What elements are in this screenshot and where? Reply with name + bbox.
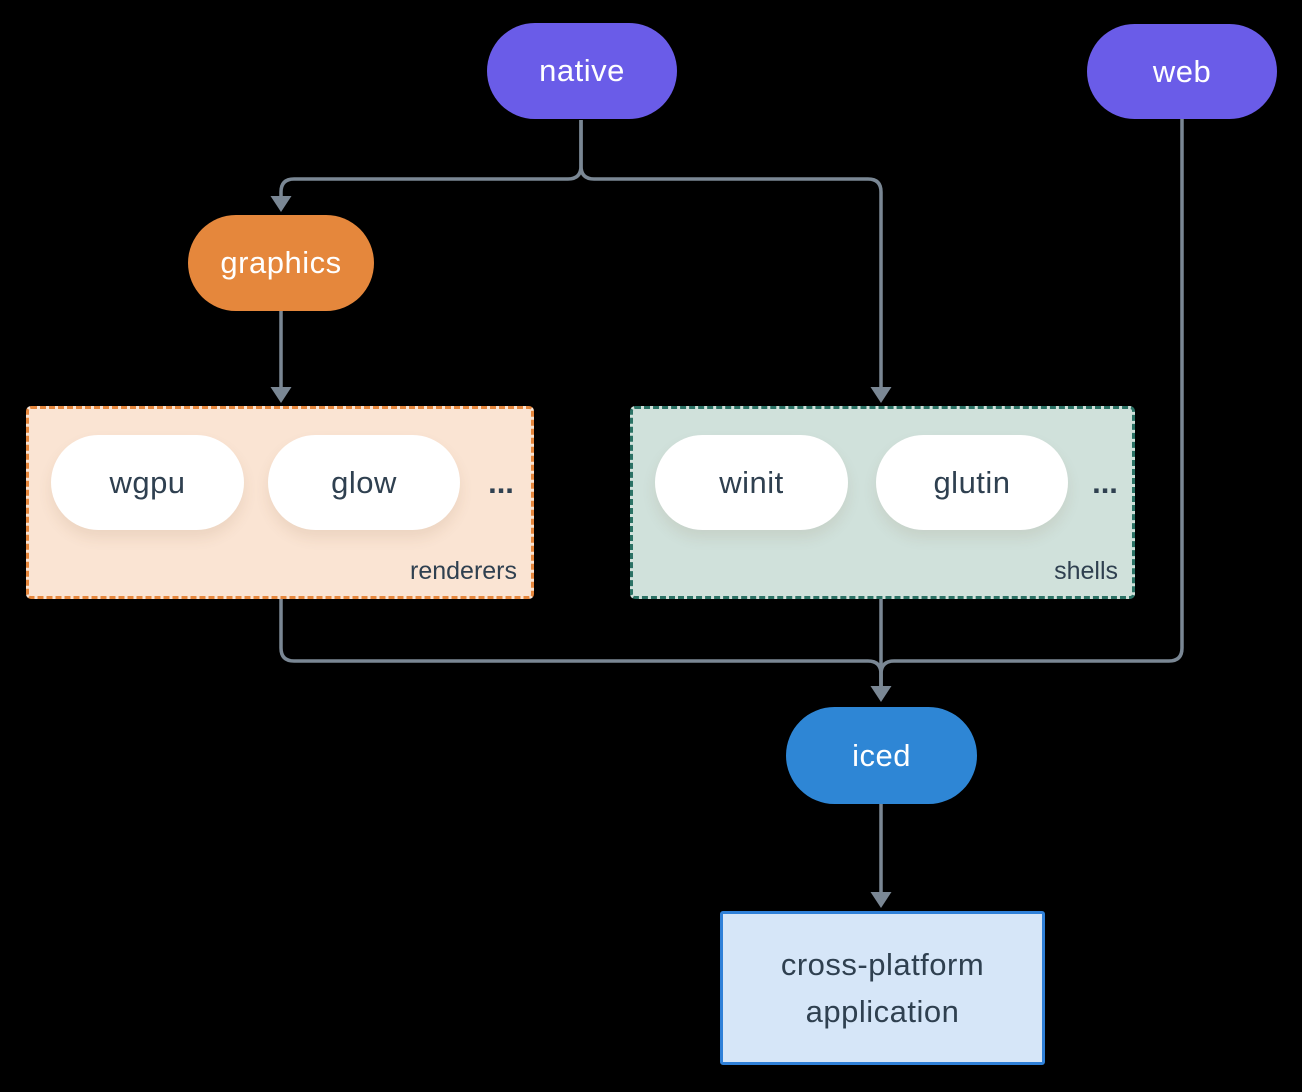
node-winit: winit <box>655 435 848 530</box>
node-native: native <box>487 23 677 119</box>
arrowhead-iced <box>870 686 892 702</box>
node-wgpu: wgpu <box>51 435 244 530</box>
arrowhead-graphics <box>270 196 292 212</box>
node-cross-platform-application: cross-platform application <box>720 911 1045 1065</box>
node-graphics-label: graphics <box>220 245 342 280</box>
renderers-group-label: renderers <box>410 557 517 585</box>
group-shells: winit glutin ... shells <box>630 406 1135 599</box>
edge-native-shells <box>579 120 883 390</box>
application-label-line2: application <box>805 994 960 1029</box>
node-iced-label: iced <box>852 737 911 773</box>
node-glow: glow <box>268 435 460 530</box>
edge-native-graphics <box>279 120 583 199</box>
node-native-label: native <box>539 53 625 88</box>
node-web-label: web <box>1152 53 1212 89</box>
node-glutin-label: glutin <box>933 464 1011 500</box>
edge-web-iced <box>879 117 1184 689</box>
group-renderers: wgpu glow ... renderers <box>26 406 534 599</box>
node-iced: iced <box>786 707 977 804</box>
node-winit-label: winit <box>719 464 784 500</box>
renderers-ellipsis: ... <box>488 464 514 500</box>
shells-group-label: shells <box>1054 557 1118 585</box>
arrowhead-renderers <box>270 387 292 403</box>
shells-ellipsis: ... <box>1092 464 1118 500</box>
node-glow-label: glow <box>331 464 397 500</box>
node-web: web <box>1087 24 1277 119</box>
node-wgpu-label: wgpu <box>109 464 186 500</box>
node-graphics: graphics <box>188 215 374 311</box>
edge-renderers-iced <box>279 598 883 689</box>
node-glutin: glutin <box>876 435 1068 530</box>
arrowhead-shells <box>870 387 892 403</box>
application-label-line1: cross-platform <box>780 947 985 982</box>
arrowhead-application <box>870 892 892 908</box>
